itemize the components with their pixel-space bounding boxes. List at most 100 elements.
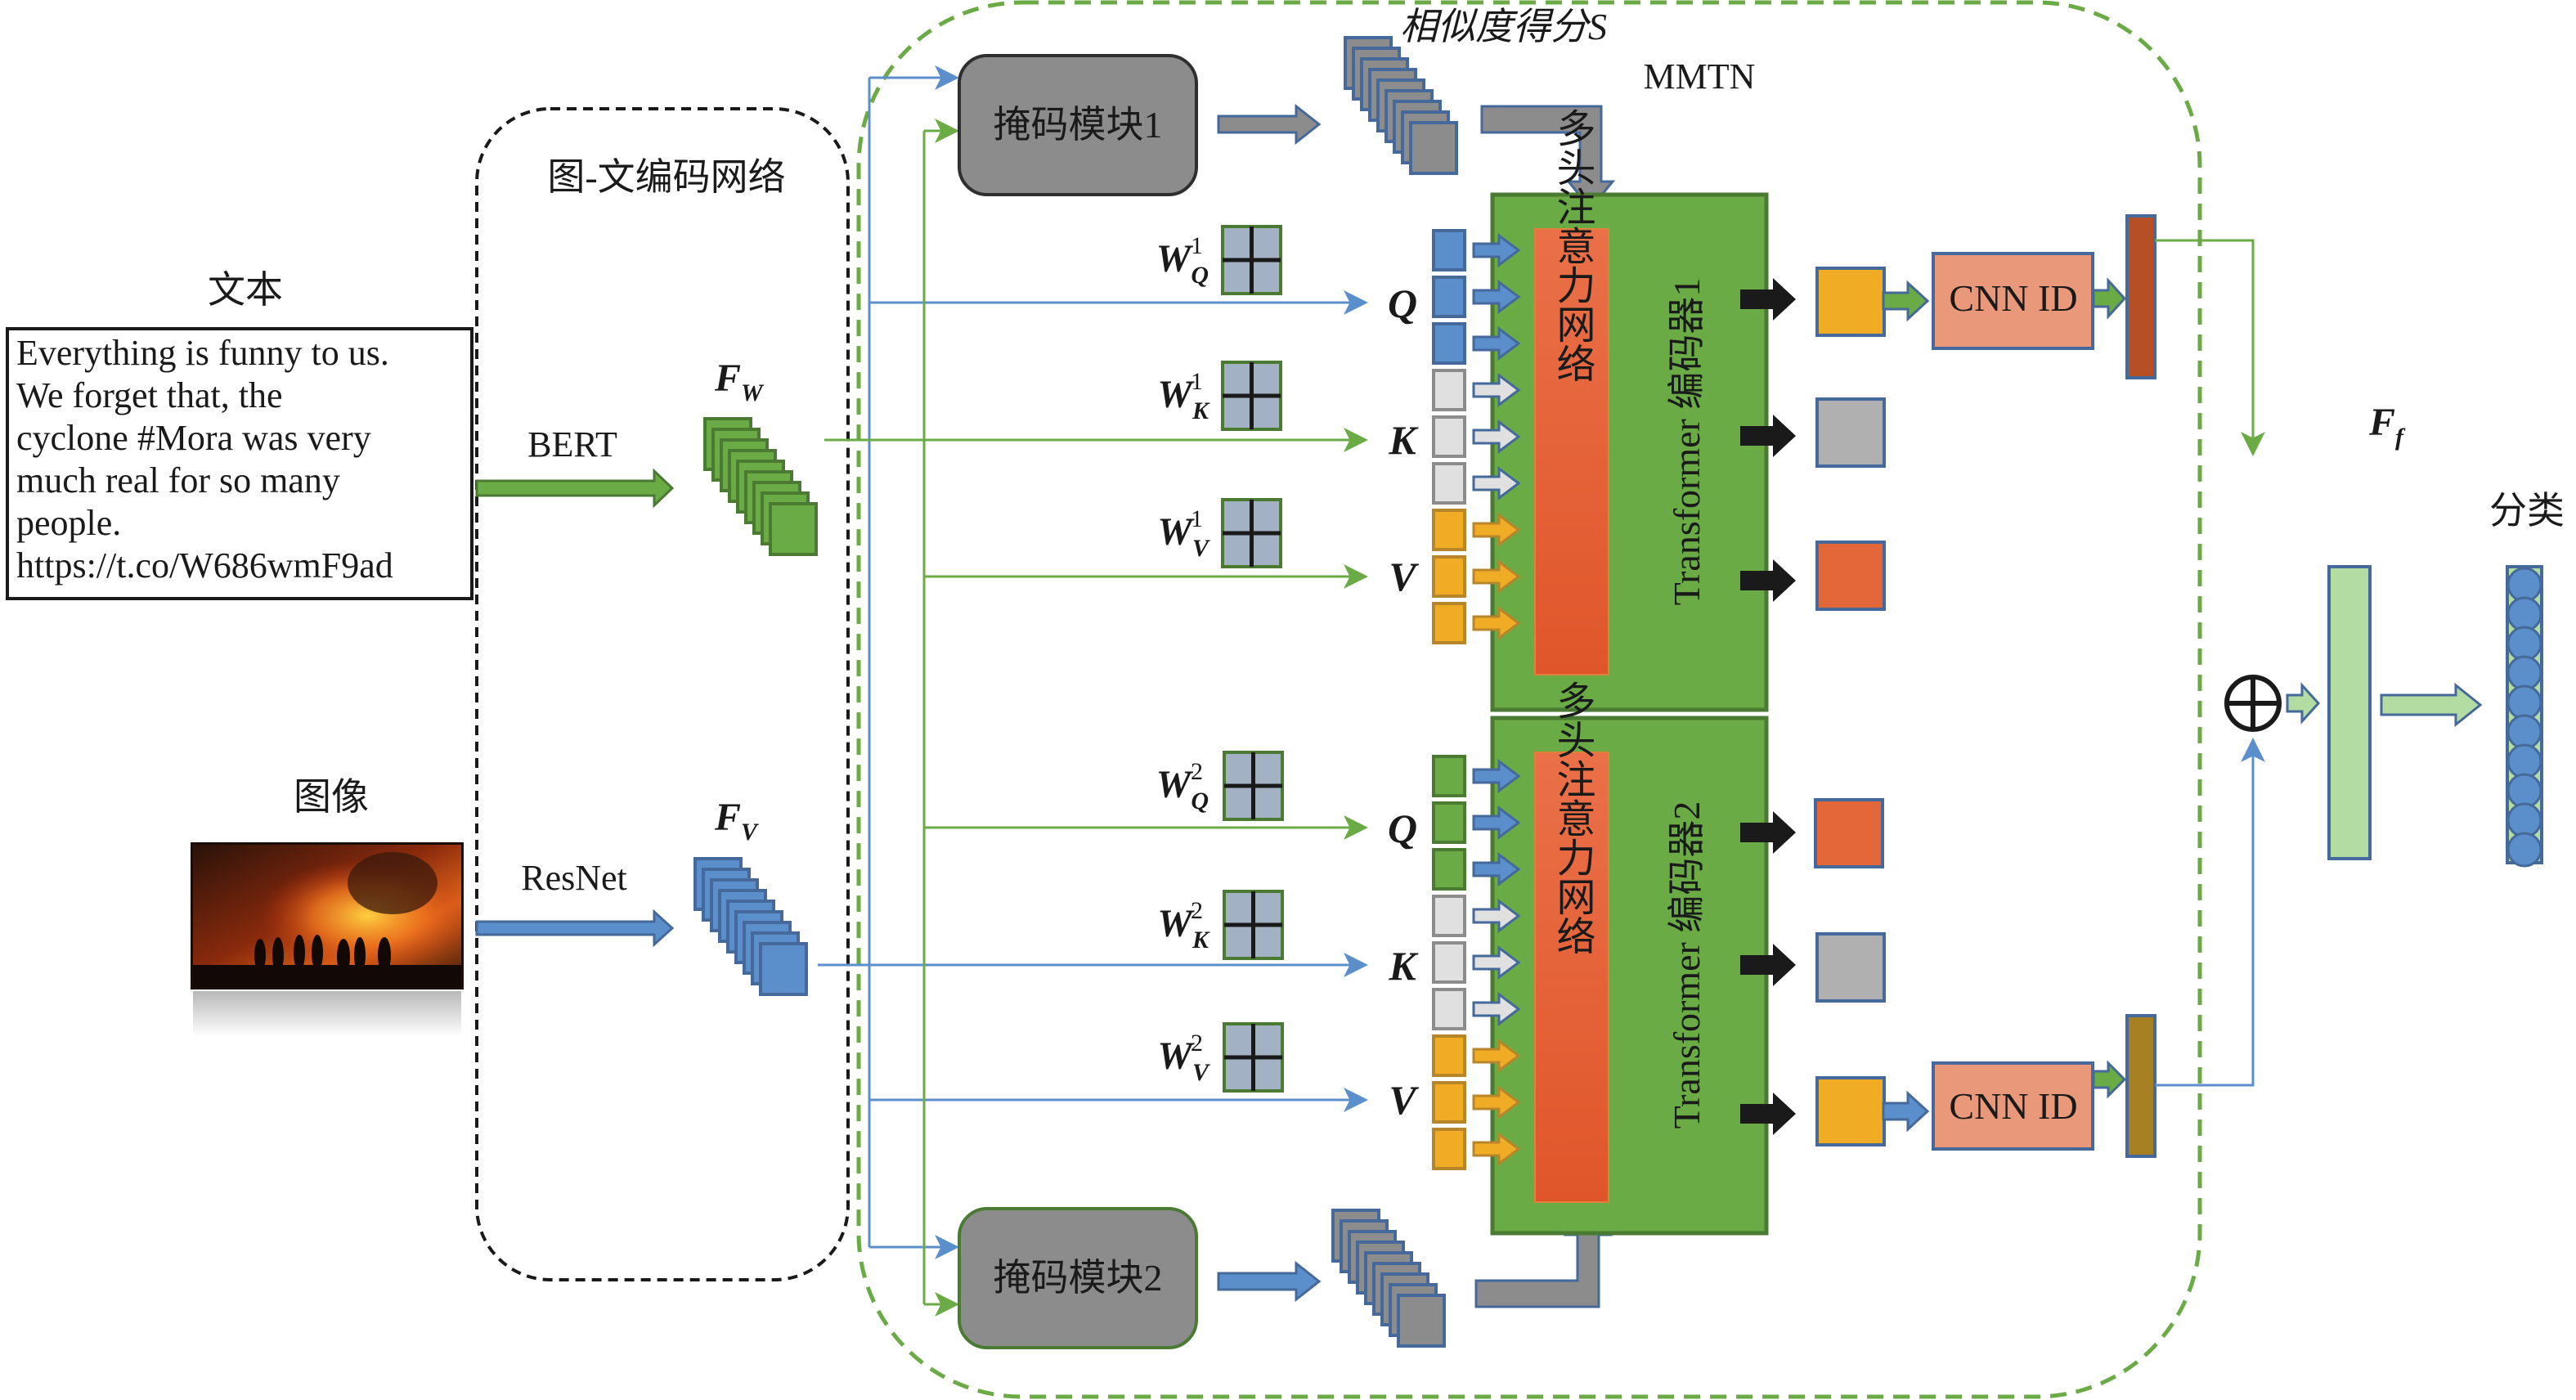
cnn-branch-2: CNN ID xyxy=(1882,1014,2156,1158)
weight-label: WQ1 xyxy=(1156,232,1209,289)
black-output-arrow-icon xyxy=(1740,559,1796,602)
encoder-output-block xyxy=(1815,397,1886,468)
text-input-line: https://t.co/W686wmF9ad xyxy=(16,545,393,586)
token-block xyxy=(1432,941,1466,984)
fusion-line-top xyxy=(2155,239,2265,456)
similarity-score-label: 相似度得分S xyxy=(1400,6,1607,47)
token-arrow xyxy=(1472,805,1521,840)
classifier-node xyxy=(2506,655,2542,691)
attention-network-2-label: 多头注意力网络 xyxy=(1551,680,1595,955)
text-input-line: cyclone #Mora was very xyxy=(16,418,371,458)
fusion-operator-icon xyxy=(2224,675,2282,732)
black-output-arrow-icon xyxy=(1740,1093,1796,1135)
token-arrow xyxy=(1472,466,1521,500)
token-block xyxy=(1432,369,1466,411)
text-input-line: We forget that, the xyxy=(16,375,283,415)
routing-lines xyxy=(818,65,1368,1317)
fv-feature-stack xyxy=(693,857,808,996)
mask-module-2-label: 掩码模块2 xyxy=(994,1257,1163,1299)
token-block xyxy=(1432,462,1466,505)
token-arrow xyxy=(1472,420,1521,454)
cnn-id-2-label: CNN ID xyxy=(1949,1085,2077,1127)
weight-label: WK2 xyxy=(1157,897,1210,954)
black-output-arrow-icon xyxy=(1740,278,1796,321)
token-arrow xyxy=(1472,326,1521,361)
token-block xyxy=(1432,1034,1466,1077)
bert-arrow xyxy=(475,468,675,509)
classifier-nodes xyxy=(2506,567,2542,868)
encoder-network-boundary xyxy=(475,107,850,1281)
token-arrow xyxy=(1472,992,1521,1026)
classifier-node xyxy=(2506,684,2542,720)
qkv-label-v: V xyxy=(1389,1077,1419,1123)
encoder-output-block xyxy=(1815,541,1886,611)
mask-module-1: 掩码模块1 xyxy=(958,54,1198,196)
wildfire-image xyxy=(191,842,464,989)
token-block xyxy=(1432,276,1466,318)
attention-network-1 xyxy=(1534,228,1609,675)
mmtn-boundary xyxy=(856,0,2202,1399)
cnn2-out-arrow xyxy=(2092,1060,2127,1099)
fusion-line-bottom xyxy=(2155,738,2265,1087)
bert-label: BERT xyxy=(527,424,617,464)
text-input-group: 文本 Everything is funny to us. We forget … xyxy=(6,269,473,600)
resnet-arrow xyxy=(475,909,675,948)
classifier-node xyxy=(2506,773,2542,809)
cnn-branch-1: CNN ID xyxy=(1882,214,2156,379)
token-arrow xyxy=(1472,759,1521,793)
token-arrow xyxy=(1472,1039,1521,1073)
cnn2-in-arrow xyxy=(1882,1090,1930,1133)
token-arrow xyxy=(1472,945,1521,980)
fw-label: FW xyxy=(714,357,765,406)
classifier-node xyxy=(2506,802,2542,838)
fv-feature-card xyxy=(759,942,808,996)
qkv-label-k: K xyxy=(1388,417,1419,463)
classification-arrow xyxy=(2380,682,2483,728)
weight-label: WQ2 xyxy=(1156,758,1209,814)
token-arrow xyxy=(1472,606,1521,640)
token-arrow xyxy=(1472,233,1521,267)
transformer-encoder-2: 多头注意力网络 Transformer 编码器2 xyxy=(1490,680,1769,1236)
cnn-id-1-label: CNN ID xyxy=(1949,277,2077,319)
weight-label: WV2 xyxy=(1157,1030,1211,1086)
token-block xyxy=(1432,322,1466,365)
token-block xyxy=(1432,755,1466,797)
classifier-node xyxy=(2506,567,2542,603)
token-arrow xyxy=(1472,373,1521,407)
similarity-score-stack-2 xyxy=(1331,1209,1446,1348)
token-arrow xyxy=(1472,899,1521,933)
token-arrow xyxy=(1472,1085,1521,1120)
token-block xyxy=(1432,1081,1466,1124)
token-block xyxy=(1432,801,1466,844)
transformer-encoder-1: 多头注意力网络 Transformer 编码器1 xyxy=(1490,108,1769,712)
cnn2-output-bar xyxy=(2125,1014,2156,1158)
qkv-label-q: Q xyxy=(1388,280,1417,326)
mmtn-label: MMTN xyxy=(1644,56,1756,96)
black-output-arrow-icon xyxy=(1740,944,1796,986)
qkv-label-v: V xyxy=(1389,554,1419,599)
classifier-node xyxy=(2506,626,2542,662)
encoder-1-title: Transformer 编码器1 xyxy=(1666,278,1708,606)
text-input-line: people. xyxy=(16,503,121,543)
mask-module-2: 掩码模块2 xyxy=(958,1207,1198,1349)
mask1-out-arrow xyxy=(1217,103,1322,146)
token-arrow xyxy=(1472,513,1521,547)
token-arrow xyxy=(1472,852,1521,886)
token-block xyxy=(1432,895,1466,937)
weight-label: WV1 xyxy=(1157,505,1211,562)
encoder-network-label: 图-文编码网络 xyxy=(547,156,785,198)
black-output-arrow-icon xyxy=(1740,811,1796,854)
cnn1-output-bar xyxy=(2125,214,2156,379)
image-input-heading: 图像 xyxy=(294,776,369,818)
text-input-line: Everything is funny to us. xyxy=(16,333,389,373)
token-block xyxy=(1432,988,1466,1030)
token-block xyxy=(1432,229,1466,271)
similarity-score-stack-1 xyxy=(1344,36,1458,175)
classifier-node xyxy=(2506,743,2542,779)
encoder-output-block xyxy=(1815,1076,1886,1146)
weight-label: WK1 xyxy=(1157,368,1210,424)
classification-label: 分类 xyxy=(2489,490,2565,532)
